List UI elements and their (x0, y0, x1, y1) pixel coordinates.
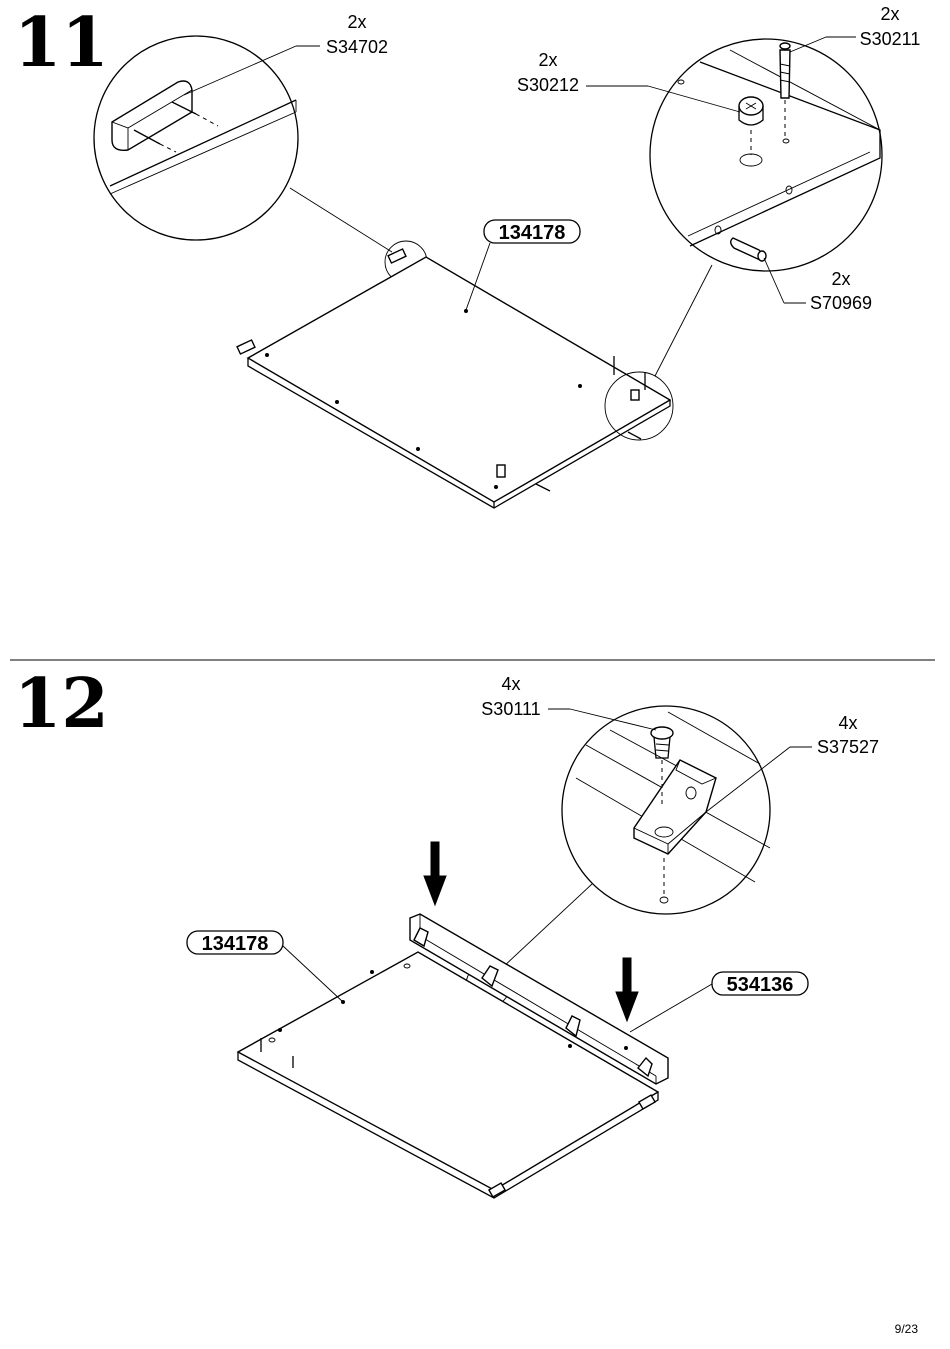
callout-qty: 2x (831, 269, 850, 289)
callout-qty: 2x (880, 4, 899, 24)
step-12: 12 4x S30111 (14, 664, 879, 1199)
rail-label: 534136 (727, 974, 794, 996)
panel-label: 134178 (499, 222, 566, 244)
page-number: 9/23 (895, 1322, 919, 1336)
step-11: 11 2x S34702 (14, 3, 921, 509)
callout-part-code: S30212 (517, 75, 579, 95)
rail-534136 (409, 913, 669, 1085)
step-number: 12 (14, 664, 109, 744)
detail-circle-cam (649, 38, 883, 272)
arrow-down-icon (615, 957, 639, 1023)
callout-qty: 4x (838, 713, 857, 733)
panel-label: 134178 (202, 933, 269, 955)
callout-part-code: S70969 (810, 293, 872, 313)
callout-part-code: S30211 (860, 29, 921, 49)
callout-part-code: S30111 (481, 699, 540, 719)
callout-qty: 2x (347, 12, 366, 32)
detail-circle-bracket (561, 705, 771, 915)
callout-part-code: S37527 (817, 737, 879, 757)
callout-qty: 2x (538, 50, 557, 70)
detail-circle-pin (93, 35, 299, 241)
step-number: 11 (14, 3, 109, 83)
callout-part-code: S34702 (326, 37, 388, 57)
panel-134178 (236, 951, 660, 1199)
callout-qty: 4x (501, 674, 520, 694)
arrow-down-icon (423, 841, 447, 907)
panel-134178 (236, 248, 672, 509)
